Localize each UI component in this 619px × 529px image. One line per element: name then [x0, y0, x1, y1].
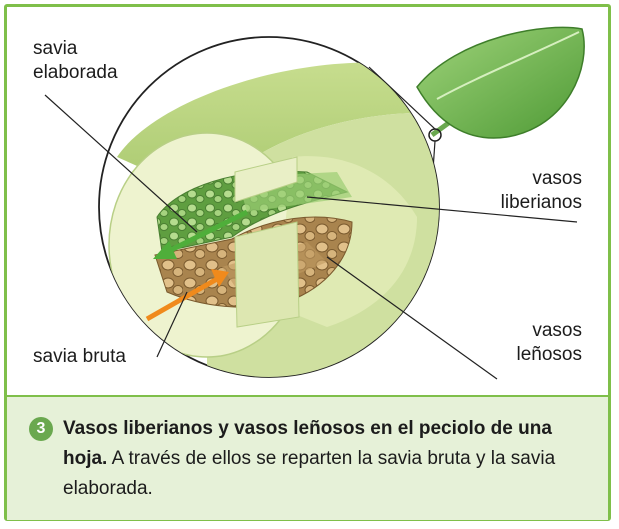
- caption-text: A través de ellos se reparten la savia b…: [63, 448, 556, 499]
- figure-area: savia elaborada vasos liberianos savia b…: [7, 7, 608, 395]
- caption-box: 3 Vasos liberianos y vasos leñosos en el…: [7, 395, 608, 520]
- label-vasos-liberianos: vasos liberianos: [500, 168, 582, 213]
- label-vasos-lenosos: vasos leñosos: [516, 320, 583, 365]
- savia-elaborada-arrow: [153, 209, 249, 259]
- leader-vasos-lenosos: [326, 256, 498, 380]
- petiole-diagram: [44, 26, 585, 380]
- figure-caption: Vasos liberianos y vasos leñosos en el p…: [63, 414, 593, 504]
- figure-frame: savia elaborada vasos liberianos savia b…: [4, 4, 611, 521]
- leader-vasos-liberianos: [306, 196, 578, 223]
- label-savia-elaborada: savia elaborada: [33, 38, 118, 83]
- caption-title: Vasos liberianos y vasos leñosos en el p…: [63, 418, 552, 469]
- figure-number-badge: 3: [29, 417, 53, 441]
- leaf-illustration: [416, 26, 585, 142]
- leader-savia-bruta: [156, 291, 188, 358]
- savia-bruta-arrow: [145, 269, 229, 322]
- leader-savia-elaborada: [44, 94, 198, 233]
- label-savia-bruta: savia bruta: [33, 346, 126, 367]
